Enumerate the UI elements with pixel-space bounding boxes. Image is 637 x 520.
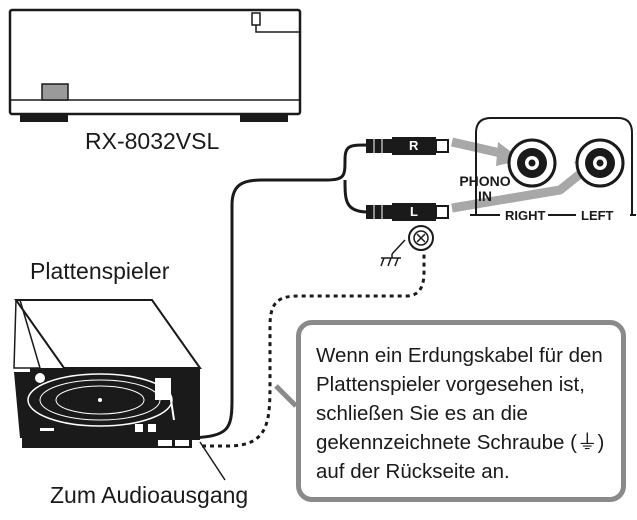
audio-cable [191, 143, 369, 440]
plug-left-letter: L [410, 204, 418, 219]
tonearm-base [155, 378, 171, 400]
pointer-line [199, 441, 226, 481]
phono-panel [470, 117, 636, 216]
receiver-power-button [41, 83, 69, 101]
plug-left [366, 203, 449, 221]
phono-in-label: PHONO IN [459, 173, 511, 204]
audio-output-label: Zum Audioausgang [50, 482, 249, 508]
receiver-model-label: RX-8032VSL [85, 128, 220, 154]
jack-right-label: RIGHT [502, 208, 549, 223]
turntable-label: Plattenspieler [30, 258, 170, 284]
note-callout-box [296, 320, 626, 502]
jack-left-label: LEFT [578, 208, 617, 223]
plug-right [366, 137, 449, 155]
arrow-left [451, 166, 588, 213]
grounding-note-text: Wenn ein Erdungskabel für den Plattenspi… [316, 344, 605, 483]
turntable-unit [13, 299, 202, 448]
arrow-right [451, 137, 506, 159]
ground-screw [380, 225, 434, 267]
speed-knob [35, 373, 45, 383]
receiver-unit [8, 8, 302, 122]
plug-right-letter: R [409, 138, 419, 153]
